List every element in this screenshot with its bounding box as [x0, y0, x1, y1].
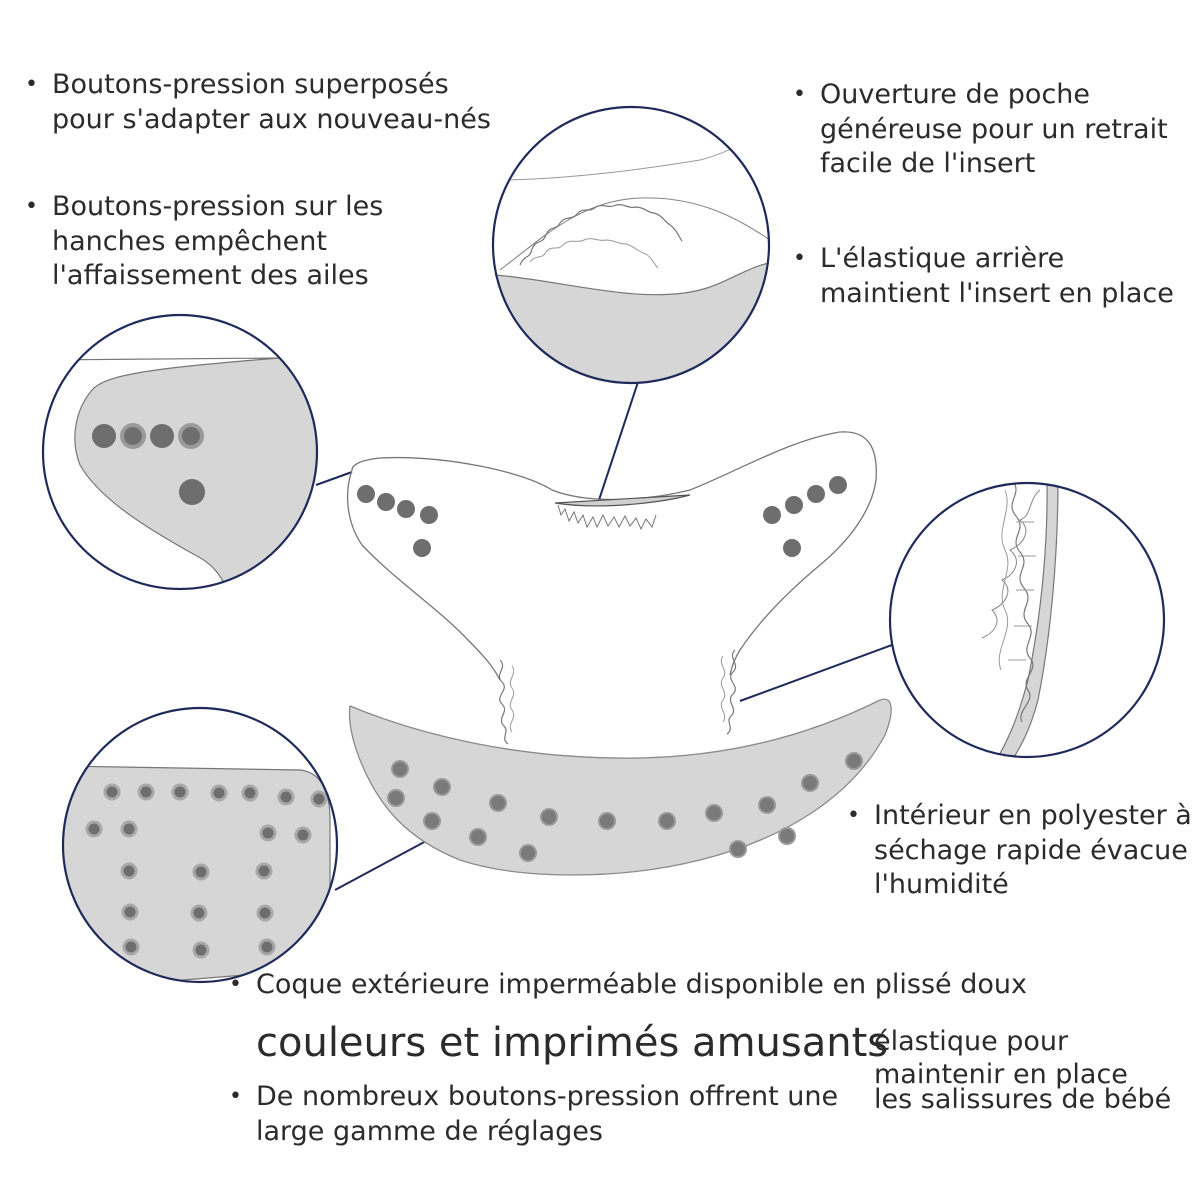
waist-band-snaps [387, 752, 863, 862]
note-overlapping-snaps: • Boutons-pression superposés pour s'ada… [25, 69, 491, 135]
note-waterproof-shell: • Coque extérieure imperméable disponibl… [229, 968, 1027, 1003]
note-back-elastic: • L'élastique arrière maintient l'insert… [793, 243, 1174, 309]
pocket-opening [554, 494, 691, 507]
bullet-icon: • [847, 803, 860, 828]
diaper-body-outline [346, 431, 877, 681]
bullet-icon: • [25, 72, 38, 97]
waist-band [348, 698, 892, 876]
connector-lines [315, 381, 893, 891]
note-many-snaps: • De nombreux boutons-pression offrent u… [229, 1081, 839, 1147]
detail-circle-pocket [491, 105, 771, 385]
bullet-icon: • [25, 194, 38, 219]
detail-circle-hip-snaps [41, 313, 319, 591]
note-pocket-opening: • Ouverture de poche généreuse pour un r… [793, 79, 1168, 179]
left-leg-elastic [498, 659, 509, 745]
rise-snap-dots [85, 783, 328, 959]
detail-circle-back-elastic [888, 481, 1166, 759]
main-wing-snaps [357, 476, 847, 557]
note-polyester-interior: • Intérieur en polyester à séchage rapid… [847, 800, 1192, 900]
note-hip-snaps: • Boutons-pression sur les hanches empêc… [25, 191, 384, 291]
side-note-elastic: élastique pour maintenir en place les sa… [874, 1026, 1172, 1115]
detail-circle-rise-snaps [61, 706, 339, 984]
hip-snap-dots [92, 423, 205, 505]
bullet-icon: • [229, 1084, 242, 1109]
headline-colors-prints: couleurs et imprimés amusants [256, 1020, 889, 1066]
bullet-icon: • [229, 972, 242, 997]
bullet-icon: • [793, 246, 806, 271]
right-leg-elastic [726, 649, 737, 735]
bullet-icon: • [793, 82, 806, 107]
